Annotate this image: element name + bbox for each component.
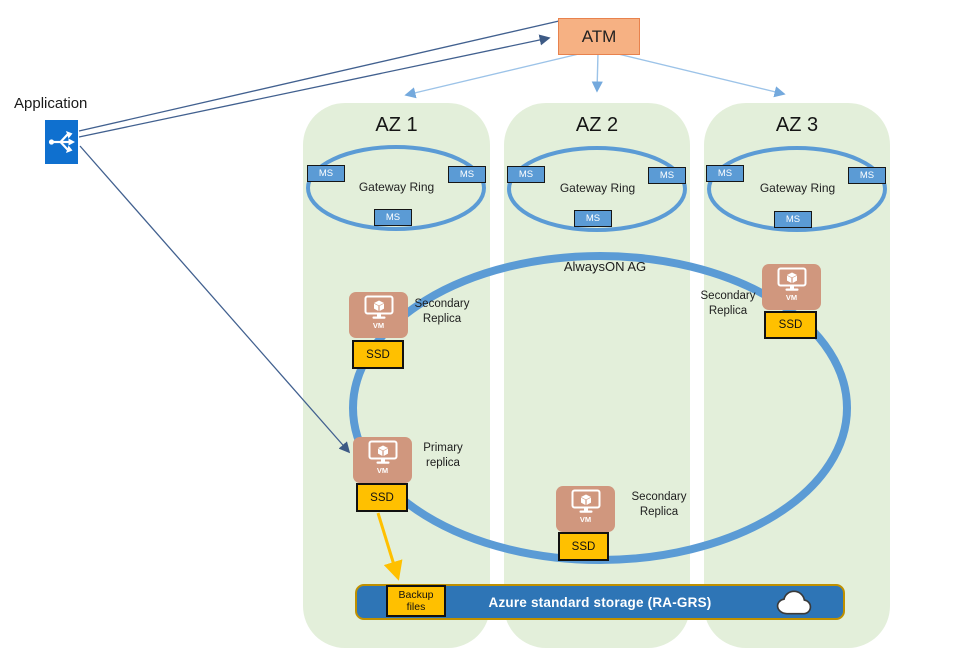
vm-monitor-icon [777,267,806,291]
ssd-box-az3-secondary: SSD [764,311,817,339]
branching-arrows-icon [45,120,78,164]
zone-title-az1: AZ 1 [375,114,418,136]
azure-storage-label: Azure standard storage (RA-GRS) [488,594,712,610]
vm-monitor-icon [571,489,600,513]
gateway-ring-label-az3: Gateway Ring [759,181,836,195]
vm-label: VM [376,466,389,475]
vm-box-az1-primary: VM [353,437,412,483]
ms-node: MS [848,167,886,184]
replica-role-az1-primary: Primary replica [423,442,463,469]
vm-monitor-icon [368,440,397,464]
vm-label: VM [579,515,592,524]
vm-box-az3-secondary: VM [762,264,821,310]
vm-label: VM [785,293,798,302]
gateway-ring-label-az1: Gateway Ring [358,180,435,194]
ssd-box-az1-primary: SSD [356,483,408,512]
backup-files-box: Backup files [386,585,446,617]
application-icon [45,120,78,164]
alwayson-ag-label: AlwaysON AG [563,259,647,274]
vm-box-az2-secondary: VM [556,486,615,532]
vm-monitor-icon [364,295,393,319]
ms-node: MS [574,210,612,227]
arrows-atm-to-zones [404,52,786,99]
ms-node: MS [507,166,545,183]
replica-role-az2-secondary: Secondary Replica [631,491,687,518]
ms-node: MS [448,166,486,183]
zone-title-az3: AZ 3 [775,114,819,136]
atm-box: ATM [558,18,640,55]
vm-label: VM [372,321,385,330]
application-label: Application [14,95,88,112]
replica-role-az1-secondary: Secondary Replica [414,298,470,325]
zone-title-az2: AZ 2 [575,114,619,136]
ssd-box-az2-secondary: SSD [558,532,609,561]
ssd-box-az1-secondary: SSD [352,340,404,369]
ms-node: MS [307,165,345,182]
ms-node: MS [706,165,744,182]
cloud-icon [772,589,816,616]
gateway-ring-label-az2: Gateway Ring [559,181,636,195]
replica-role-az3-secondary: Secondary Replica [700,290,756,317]
vm-box-az1-secondary: VM [349,292,408,338]
atm-label: ATM [581,26,617,46]
ms-node: MS [648,167,686,184]
ms-node: MS [374,209,412,226]
ms-node: MS [774,211,812,228]
